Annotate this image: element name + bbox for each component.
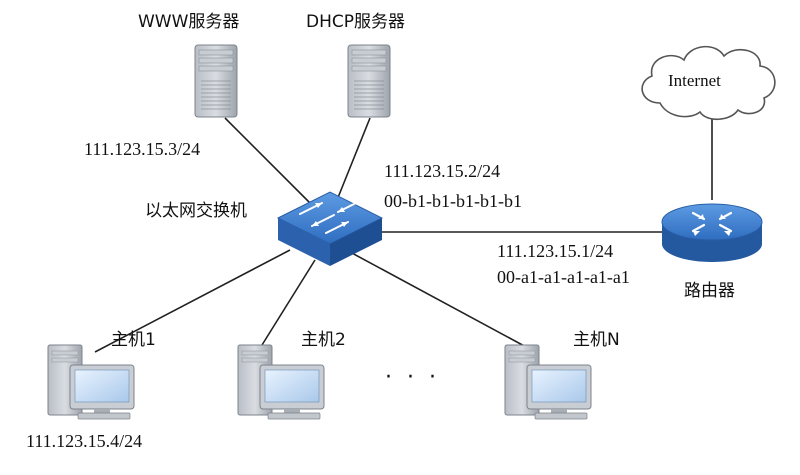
- switch-label: 以太网交换机: [145, 201, 247, 221]
- cloud-icon: [641, 45, 776, 121]
- link-switch-host2: [261, 259, 316, 346]
- www-server-icon: [194, 44, 238, 118]
- dhcp-server-icon: [347, 44, 391, 118]
- router-mac: 00-a1-a1-a1-a1-a1: [497, 267, 630, 287]
- dhcp-server-label: DHCP服务器: [306, 12, 405, 32]
- dhcp-server-mac: 00-b1-b1-b1-b1-b1: [384, 191, 522, 211]
- link-switch-host1: [94, 249, 291, 353]
- more-hosts-ellipsis: · · ·: [385, 365, 440, 390]
- host1-label: 主机1: [111, 330, 156, 350]
- link-www-switch: [224, 117, 313, 206]
- link-switch-hostN: [349, 251, 529, 349]
- host2-label: 主机2: [301, 330, 346, 350]
- router-label: 路由器: [684, 281, 735, 301]
- internet-label: Internet: [668, 71, 721, 90]
- www-server-label: WWW服务器: [138, 12, 240, 32]
- hostN-computer-icon: [504, 344, 592, 420]
- host1-ip: 111.123.15.4/24: [26, 431, 143, 451]
- host2-computer-icon: [237, 344, 325, 420]
- switch-icon: [276, 191, 384, 266]
- hostN-label: 主机N: [573, 330, 620, 350]
- links: [94, 117, 713, 353]
- link-dhcp-switch: [334, 117, 371, 206]
- dhcp-server-ip: 111.123.15.2/24: [384, 161, 501, 181]
- router-icon: [661, 203, 763, 262]
- host1-computer-icon: [47, 344, 135, 420]
- www-server-ip: 111.123.15.3/24: [84, 139, 201, 159]
- router-ip: 111.123.15.1/24: [497, 241, 614, 261]
